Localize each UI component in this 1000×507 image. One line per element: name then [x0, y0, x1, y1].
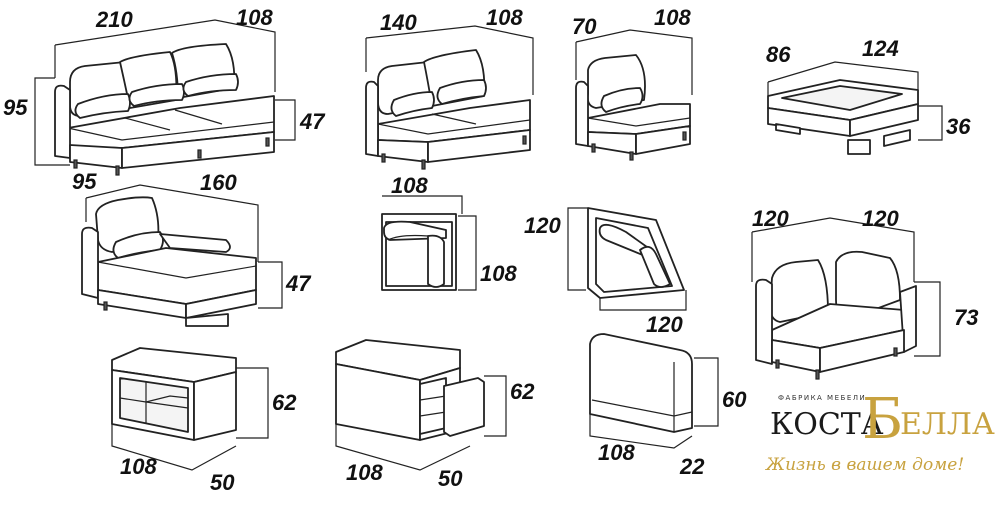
ottoman-width-label: 86: [766, 42, 791, 67]
sofa2-depth-label: 108: [486, 5, 523, 30]
shelf-unit-width-label: 108: [120, 454, 157, 479]
sofa3-width-label: 210: [95, 7, 133, 32]
corner-chair-height-label: 73: [954, 305, 978, 330]
corner-square-module: 108 108: [381, 173, 517, 291]
drawer-unit: 62 108 50: [335, 339, 535, 491]
corner-angled-side-b-label: 120: [646, 312, 683, 337]
chaise-module: 160 47: [81, 170, 312, 327]
corner-angled-side-a-label: 120: [524, 213, 561, 238]
sofa1-width-label: 70: [572, 14, 597, 39]
corner-square-side-label: 108: [391, 173, 428, 198]
drawer-unit-depth-label: 50: [438, 466, 463, 491]
chaise-height-label: 47: [285, 271, 312, 296]
panel-width-label: 108: [598, 440, 635, 465]
ottoman-depth-label: 124: [862, 36, 899, 61]
drawer-unit-height-label: 62: [510, 379, 535, 404]
shelf-unit-depth-label: 50: [210, 470, 235, 495]
corner-square-height-label: 108: [480, 261, 517, 286]
logo-name-left: КОСТА: [770, 407, 884, 442]
sofa-2-seat: 140 108: [365, 5, 534, 170]
sofa3-seat-height-label: 47: [299, 109, 326, 134]
corner-angled-module: 120 120: [524, 207, 687, 337]
logo-name-right: ЕЛЛА: [900, 407, 995, 442]
side-panel: 60 108 22: [589, 333, 747, 479]
corner-chair-side-a-label: 120: [752, 206, 789, 231]
sofa2-width-label: 140: [380, 10, 417, 35]
chaise-depth-label: 160: [200, 170, 237, 195]
sofa3-height-label: 95: [3, 95, 28, 120]
panel-height-label: 60: [722, 387, 747, 412]
logo-tagline: Жизнь в вашем доме!: [765, 455, 964, 475]
shelf-unit: 62 108 50: [111, 347, 297, 495]
drawer-unit-width-label: 108: [346, 460, 383, 485]
ottoman: 86 124 36: [766, 36, 971, 155]
sofa3-depth-label: 108: [236, 5, 273, 30]
corner-chair-module: 120 120 73: [751, 206, 978, 380]
sofa1-depth-label: 108: [654, 5, 691, 30]
logo-name-b: Б: [862, 387, 903, 452]
sofa-3-seat: 210 108 95 47 95: [3, 5, 326, 194]
brand-logo: ФАБРИКА МЕБЕЛИ КОСТА Б ЕЛЛА Жизнь в ваше…: [765, 387, 995, 475]
panel-thickness-label: 22: [679, 454, 705, 479]
shelf-unit-height-label: 62: [272, 390, 297, 415]
sofa3-seat-depth-label: 95: [72, 169, 97, 194]
corner-chair-side-b-label: 120: [862, 206, 899, 231]
ottoman-height-label: 36: [946, 114, 971, 139]
sofa-1-seat: 70 108: [572, 5, 693, 161]
logo-factory-text: ФАБРИКА МЕБЕЛИ: [778, 394, 866, 402]
